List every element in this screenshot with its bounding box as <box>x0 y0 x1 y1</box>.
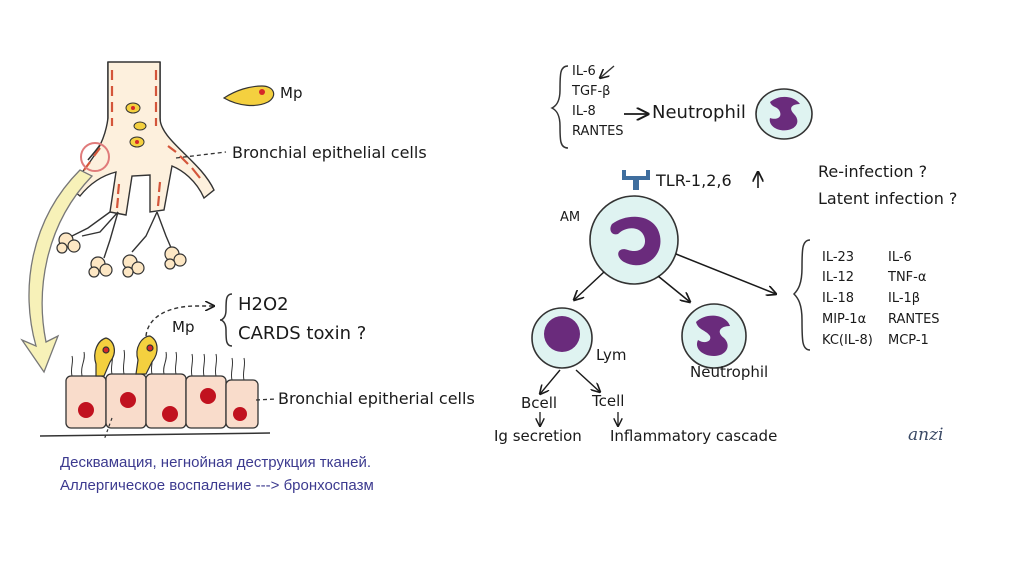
tlr-label: TLR-1,2,6 <box>656 171 732 190</box>
mp-label-top: Mp <box>280 84 303 102</box>
mycoplasma-legend-icon <box>222 85 275 107</box>
zoom-arrow <box>20 169 94 374</box>
bronchial-tree <box>56 61 215 278</box>
cytokine-right: IL-1β <box>888 291 921 306</box>
cytokine-top: IL-6 <box>572 64 596 79</box>
mp-label-mid: Mp <box>172 318 195 336</box>
cytokine-right: IL-18 <box>822 291 855 306</box>
cytokine-right: IL-6 <box>888 250 912 265</box>
product-h2o2: H2O2 <box>238 294 289 315</box>
cytokine-right: MIP-1α <box>822 312 867 327</box>
question-latent: Latent infection ? <box>818 189 958 208</box>
inflammatory-cascade-label: Inflammatory cascade <box>610 427 778 445</box>
am-label: AM <box>560 210 581 225</box>
cytokine-right: MCP-1 <box>888 333 929 348</box>
tlr-receptor-icon <box>622 170 650 190</box>
caption-line-1: Десквамация, негнойная деструкция тканей… <box>60 454 372 471</box>
bronchial-epitherial-label: Bronchial epitherial cells <box>278 389 475 408</box>
caption-line-2: Аллергическое воспаление ---> бронхоспаз… <box>60 477 374 494</box>
artist-signature: anzi <box>908 425 944 445</box>
cytokine-top: TGF-β <box>572 84 611 99</box>
cytokine-right: IL-23 <box>822 250 855 265</box>
tcell-label: Tcell <box>592 392 625 410</box>
neutrophil-top-label: Neutrophil <box>652 102 746 123</box>
product-cards-toxin: CARDS toxin ? <box>238 323 367 344</box>
alveolar-macrophage-cell <box>589 195 679 285</box>
ig-secretion-label: Ig secretion <box>494 427 582 445</box>
neutrophil-bottom-cell <box>681 303 747 369</box>
cytokine-top: IL-8 <box>572 104 596 119</box>
cytokine-right: TNF-α <box>888 270 927 285</box>
zoom-circle <box>80 142 110 172</box>
neutrophil-top-cell <box>755 88 813 140</box>
bcell-label: Bcell <box>521 394 558 412</box>
bronchial-epithelial-label: Bronchial epithelial cells <box>232 143 427 162</box>
cytokine-right: RANTES <box>888 312 940 327</box>
lym-label: Lym <box>596 346 627 364</box>
question-reinfection: Re-infection ? <box>818 162 928 181</box>
cytokine-top: RANTES <box>572 124 624 139</box>
cytokine-right: KC(IL-8) <box>822 333 873 348</box>
cytokine-right: IL-12 <box>822 270 855 285</box>
lymphocyte-cell <box>531 307 593 369</box>
epithelium <box>39 335 277 441</box>
neutrophil-bottom-label: Neutrophil <box>690 363 769 381</box>
